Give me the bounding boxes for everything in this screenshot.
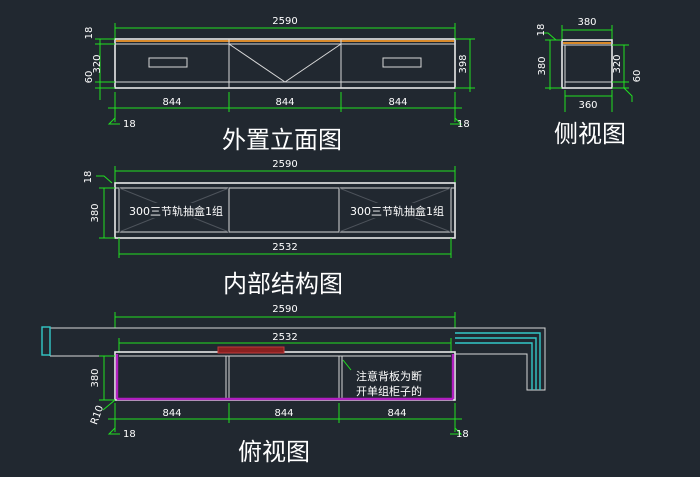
leader — [107, 117, 120, 125]
elevation-total-height: 398 — [458, 54, 469, 73]
leader — [102, 399, 116, 411]
side-height-right-bottom: 60 — [632, 70, 643, 83]
leader — [96, 175, 113, 184]
drawer-label-right: 300三节轨抽盒1组 — [350, 204, 444, 218]
internal-view: 2590 300三节轨抽盒1组 300三节轨抽盒1组 18 380 2532 内… — [83, 159, 456, 298]
elevation-width-1: 844 — [162, 97, 181, 108]
wall-post-left — [41, 326, 51, 356]
leader — [623, 87, 633, 102]
note-bg — [352, 367, 426, 397]
side-top-width: 380 — [577, 17, 596, 28]
elevation-width-2: 844 — [275, 97, 294, 108]
elevation-height-top: 18 — [84, 27, 95, 40]
side-height-right-top: 320 — [612, 54, 623, 73]
open-mark — [284, 43, 342, 83]
elevation-title: 外置立面图 — [222, 126, 342, 154]
wall-cyan-1 — [455, 332, 541, 390]
side-bottom-width: 360 — [578, 100, 597, 111]
side-height-left: 380 — [537, 56, 548, 75]
internal-title: 内部结构图 — [223, 270, 343, 298]
elevation-total-width: 2590 — [272, 16, 297, 27]
plan-height: 380 — [90, 368, 101, 387]
side-top-marker: 18 — [536, 24, 547, 37]
plan-title: 俯视图 — [238, 438, 310, 466]
plan-back-strip — [217, 346, 285, 354]
wall-cyan-3 — [455, 342, 533, 390]
drawer-label-left: 300三节轨抽盒1组 — [129, 204, 223, 218]
label-bg — [350, 203, 444, 218]
plan-inner-width: 2532 — [272, 332, 297, 343]
side-view: 380 18 380 320 60 360 侧视图 — [536, 17, 643, 148]
elevation-height-mid: 320 — [92, 54, 103, 73]
elevation-height-bottom: 60 — [84, 71, 95, 84]
plan-width-1: 844 — [162, 408, 181, 419]
plan-total-width: 2590 — [272, 304, 297, 315]
plan-bottom-left: 18 — [123, 429, 136, 440]
drawer-handle-right — [382, 57, 422, 68]
internal-cabinet — [114, 182, 456, 239]
elevation-bottom-left: 18 — [123, 119, 136, 130]
leader — [450, 117, 463, 125]
plan-width-3: 844 — [387, 408, 406, 419]
plan-width-2: 844 — [274, 408, 293, 419]
drawer-handle-left — [148, 57, 188, 68]
plan-note-line-1: 注意背板为断 — [356, 369, 422, 383]
side-view-title: 侧视图 — [554, 120, 626, 148]
open-mark — [228, 43, 286, 83]
wall-cyan-2 — [455, 337, 537, 390]
internal-height: 380 — [90, 203, 101, 222]
internal-inner-width: 2532 — [272, 242, 297, 253]
plan-radius: R10 — [89, 404, 106, 426]
plan-note-line-2: 开单组柜子的 — [356, 384, 422, 398]
side-cabinet — [561, 39, 613, 89]
label-bg — [132, 203, 224, 218]
internal-total-width: 2590 — [272, 159, 297, 170]
internal-top-marker: 18 — [83, 171, 94, 184]
elevation-view: 2590 18 320 60 398 844 844 844 — [84, 16, 475, 154]
leader — [107, 427, 120, 435]
leader — [342, 359, 352, 371]
elevation-bottom-right: 18 — [457, 119, 470, 130]
plan-bottom-right: 18 — [456, 429, 469, 440]
leader — [541, 32, 557, 41]
elevation-width-3: 844 — [388, 97, 407, 108]
leader — [450, 427, 463, 435]
elevation-cabinet — [114, 38, 456, 89]
plan-view: 2590 2532 注意背板为断 开单组柜子的 — [41, 304, 546, 466]
